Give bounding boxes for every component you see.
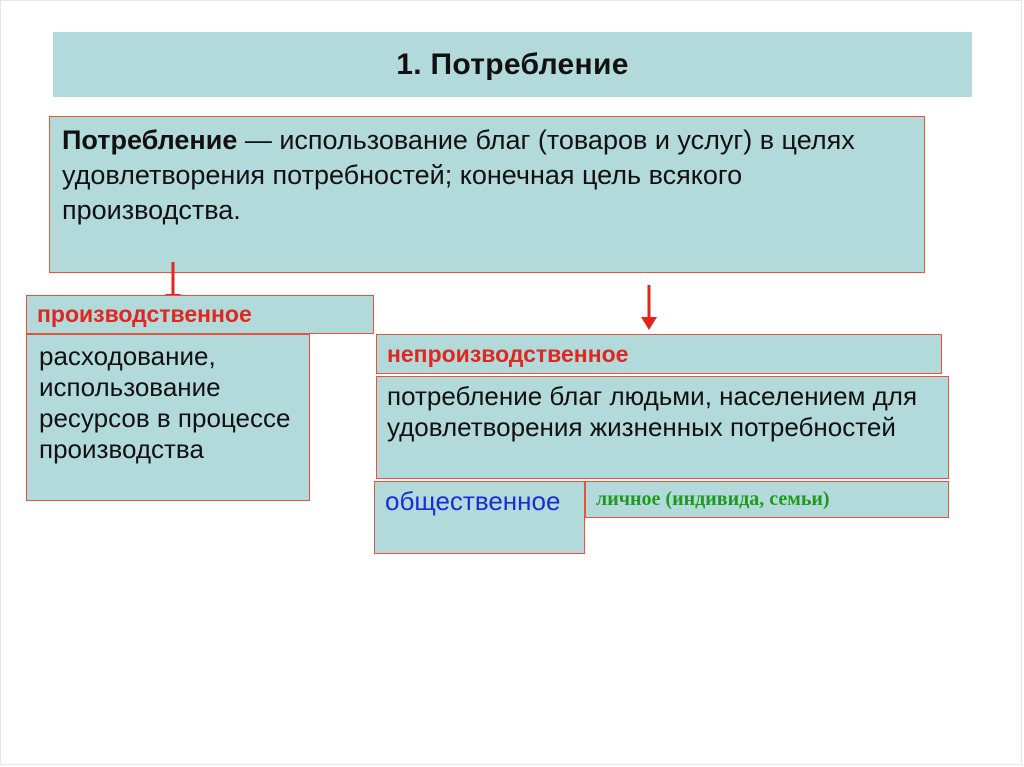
personal-consumption-box: личное (индивида, семьи) (585, 481, 949, 518)
production-description: расходование, использование ресурсов в п… (26, 334, 310, 501)
production-label: производственное (26, 295, 374, 334)
nonproduction-description: потребление благ людьми, населением для … (376, 376, 949, 479)
definition-term: Потребление (62, 125, 238, 155)
definition-box: Потребление — использование благ (товаро… (49, 116, 925, 273)
title-bar: 1. Потребление (53, 32, 972, 97)
social-consumption-box: общественное (374, 481, 585, 554)
arrow-down-icon (641, 285, 657, 330)
definition-text: — использование благ (товаров и услуг) в… (62, 125, 855, 225)
page-title: 1. Потребление (396, 47, 629, 81)
nonproduction-label: непроизводственное (376, 334, 942, 374)
